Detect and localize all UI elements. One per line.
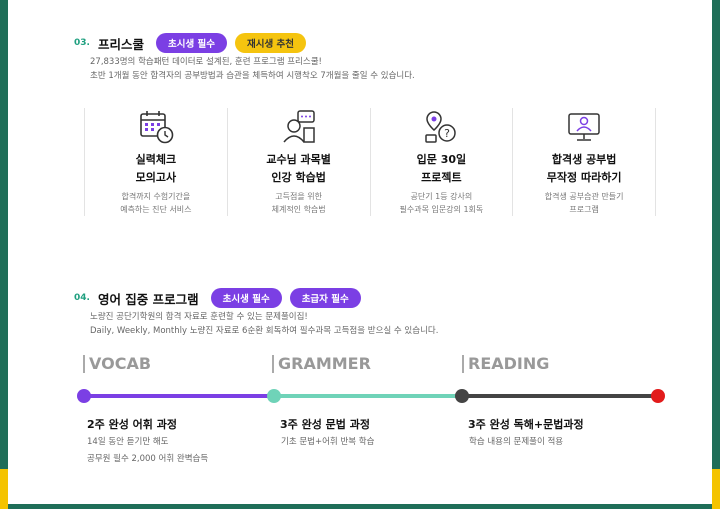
feature-lecture-method: 교수님 과목별 인강 학습법 고득점을 위한 체계적인 학습법 xyxy=(226,108,370,216)
course-desc: 학습 내용의 문제풀이 적용 xyxy=(469,434,563,451)
feature-name: 합격생 공부법 xyxy=(551,153,617,166)
question-pin-icon: ? xyxy=(425,111,457,143)
feature-mock-exam: 실력체크 모의고사 합격까지 수험기간을 예측하는 진단 서비스 xyxy=(84,108,227,216)
badge-retaker: 재시생 추천 xyxy=(234,33,306,53)
feature-30day-project: ? 입문 30일 프로젝트 공단기 1등 강사의 필수과목 입문강의 1회독 xyxy=(369,108,513,216)
feature-desc-line: 공단기 1등 강사의 xyxy=(410,192,473,201)
monitor-person-icon xyxy=(568,113,600,141)
stage-label-grammer: GRAMMER xyxy=(272,355,371,373)
section-title: 프리스쿨 xyxy=(97,36,144,52)
feature-name: 실력체크 xyxy=(135,153,177,166)
stage-label-reading: READING xyxy=(462,355,549,373)
badge-first-timer: 초시생 필수 xyxy=(210,288,282,308)
feature-name: 인강 학습법 xyxy=(271,171,326,184)
timeline-segment-grammer xyxy=(274,394,462,398)
feature-desc-line: 체계적인 학습법 xyxy=(271,205,326,214)
timeline-dot-end xyxy=(651,389,665,403)
timeline-dot-grammer xyxy=(267,389,281,403)
feature-desc: 합격까지 수험기간을 예측하는 진단 서비스 xyxy=(85,190,227,216)
content-frame xyxy=(8,0,712,504)
feature-name: 교수님 과목별 xyxy=(266,153,331,166)
left-border xyxy=(0,0,8,509)
section-title: 영어 집중 프로그램 xyxy=(97,291,199,307)
timeline-segment-vocab xyxy=(84,394,274,398)
section-number: 04. xyxy=(74,293,90,303)
course-desc-line: 기초 문법+어휘 반복 학습 xyxy=(281,437,375,447)
description-line: 27,833명의 학습패턴 데이터로 설계된, 훈련 프로그램 프리스쿨! xyxy=(90,57,322,67)
feature-name: 입문 30일 xyxy=(416,153,467,166)
feature-name: 프로젝트 xyxy=(421,171,462,184)
feature-desc-line: 합격까지 수험기간을 xyxy=(121,192,191,201)
feature-desc-line: 예측하는 진단 서비스 xyxy=(120,205,192,214)
course-desc-line: 공무원 필수 2,000 어휘 완벽습득 xyxy=(87,454,209,464)
timeline-segment-reading xyxy=(462,394,658,398)
bottom-border xyxy=(8,504,712,509)
svg-text:?: ? xyxy=(444,127,450,140)
feature-desc: 합격생 공부습관 만들기 프로그램 xyxy=(513,190,655,216)
badge-beginner: 초급자 필수 xyxy=(289,288,361,308)
feature-desc: 공단기 1등 강사의 필수과목 입문강의 1회독 xyxy=(371,190,513,216)
section-03-description: 27,833명의 학습패턴 데이터로 설계된, 훈련 프로그램 프리스쿨! 초반… xyxy=(90,55,415,83)
description-line: 초반 1개월 동안 합격자의 공부방법과 습관을 체득하여 시행착오 7개월을 … xyxy=(90,71,415,81)
feature-desc-line: 고득점을 위한 xyxy=(275,192,322,201)
description-line: Daily, Weekly, Monthly 노량진 자료로 6순환 회독하여 … xyxy=(90,326,439,336)
feature-desc-line: 합격생 공부습관 만들기 xyxy=(544,192,624,201)
course-desc-line: 학습 내용의 문제풀이 적용 xyxy=(469,437,564,447)
professor-chat-icon xyxy=(283,110,315,143)
badge-first-timer: 초시생 필수 xyxy=(155,33,227,53)
course-desc: 기초 문법+어휘 반복 학습 xyxy=(281,434,374,451)
section-number: 03. xyxy=(74,38,90,48)
course-title: 2주 완성 어휘 과정 xyxy=(87,418,177,431)
course-title: 3주 완성 문법 과정 xyxy=(280,418,370,431)
calendar-clock-icon xyxy=(140,111,174,144)
timeline-dot-start xyxy=(77,389,91,403)
left-yellow-accent xyxy=(0,469,8,509)
course-desc: 14일 동안 듣기만 해도 공무원 필수 2,000 어휘 완벽습득 xyxy=(87,434,208,468)
course-desc-line: 14일 동안 듣기만 해도 xyxy=(87,437,169,447)
section-04-header: 04. 영어 집중 프로그램 초시생 필수 초급자 필수 xyxy=(74,288,369,308)
timeline-dot-reading xyxy=(455,389,469,403)
feature-study-habit: 합격생 공부법 무작정 따라하기 합격생 공부습관 만들기 프로그램 xyxy=(512,108,656,216)
feature-desc: 고득점을 위한 체계적인 학습법 xyxy=(228,190,370,216)
right-border xyxy=(712,0,720,509)
feature-list: 실력체크 모의고사 합격까지 수험기간을 예측하는 진단 서비스 교수님 과목별… xyxy=(84,108,656,216)
section-04-description: 노량진 공단기학원의 합격 자료로 훈련할 수 있는 문제풀이집! Daily,… xyxy=(90,310,438,338)
description-line: 노량진 공단기학원의 합격 자료로 훈련할 수 있는 문제풀이집! xyxy=(90,312,308,322)
section-03-header: 03. 프리스쿨 초시생 필수 재시생 추천 xyxy=(74,33,314,53)
course-title: 3주 완성 독해+문법과정 xyxy=(468,418,584,431)
right-yellow-accent xyxy=(712,469,720,509)
feature-desc-line: 프로그램 xyxy=(569,205,599,214)
feature-desc-line: 필수과목 입문강의 1회독 xyxy=(399,205,484,214)
stage-label-vocab: VOCAB xyxy=(83,355,151,373)
feature-name: 모의고사 xyxy=(135,171,177,184)
feature-name: 무작정 따라하기 xyxy=(546,171,622,184)
